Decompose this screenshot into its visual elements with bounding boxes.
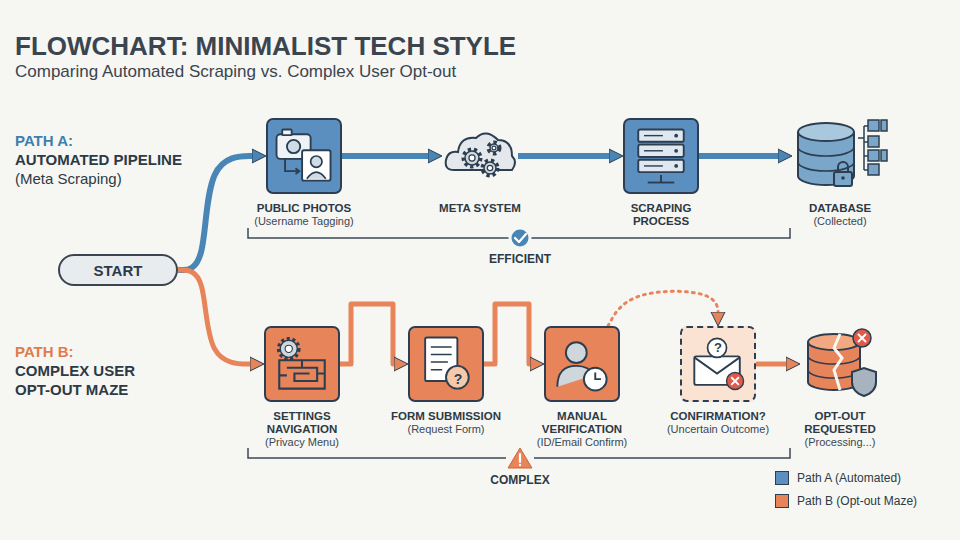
step-subtitle: (Collected) bbox=[775, 215, 905, 228]
path-label: (Meta Scraping) bbox=[15, 169, 122, 188]
icon-box bbox=[792, 118, 888, 194]
step-subtitle: (Request Form) bbox=[381, 423, 511, 436]
warning-dot bbox=[519, 464, 521, 466]
icon bbox=[625, 120, 697, 192]
step-title: CONFIRMATION? bbox=[653, 410, 783, 423]
icon-box bbox=[266, 118, 342, 194]
icon bbox=[682, 328, 754, 400]
icon bbox=[792, 118, 888, 194]
process-step: DATABASE(Collected) bbox=[775, 118, 905, 228]
process-step: META SYSTEM bbox=[415, 118, 545, 215]
icon bbox=[546, 328, 618, 400]
legend-label: Path A (Automated) bbox=[797, 471, 901, 485]
icon-symbol: ? bbox=[454, 370, 463, 388]
connector-arrow bbox=[342, 153, 434, 159]
icon bbox=[410, 328, 482, 400]
path-label: AUTOMATED PIPELINE bbox=[15, 150, 182, 169]
icon-box bbox=[680, 326, 756, 402]
step-subtitle: (Username Tagging) bbox=[239, 215, 369, 228]
icon-box bbox=[623, 118, 699, 194]
path-label: COMPLEX USER OPT-OUT MAZE bbox=[15, 361, 165, 399]
step-title: PUBLIC PHOTOS bbox=[239, 202, 369, 215]
bracket-label: EFFICIENT bbox=[489, 251, 551, 267]
step-title: SCRAPING PROCESS bbox=[621, 202, 701, 228]
icon bbox=[266, 328, 338, 400]
step-title: OPT-OUT REQUESTED bbox=[795, 410, 885, 436]
step-subtitle: (ID/Email Confirm) bbox=[517, 436, 647, 449]
legend-row: Path B (Opt-out Maze) bbox=[775, 494, 917, 508]
warning-triangle bbox=[508, 448, 532, 468]
icon bbox=[268, 120, 340, 192]
bracket-label: COMPLEX bbox=[490, 472, 549, 488]
process-step: OPT-OUT REQUESTED(Processing...) bbox=[775, 326, 905, 449]
process-step: SETTINGS NAVIGATION(Privacy Menu) bbox=[237, 326, 367, 449]
step-subtitle: (Uncertain Outcome) bbox=[653, 423, 783, 436]
step-subtitle: (Processing...) bbox=[775, 436, 905, 449]
start-terminal: START bbox=[58, 254, 178, 286]
process-step: PUBLIC PHOTOS(Username Tagging) bbox=[239, 118, 369, 228]
check-badge bbox=[510, 228, 530, 248]
subtitle: Comparing Automated Scraping vs. Complex… bbox=[15, 62, 456, 82]
legend-swatch bbox=[775, 471, 789, 485]
legend: Path A (Automated) Path B (Opt-out Maze) bbox=[775, 471, 917, 517]
step-title: DATABASE bbox=[775, 202, 905, 215]
icon bbox=[800, 326, 880, 402]
connector-arrow bbox=[484, 304, 536, 364]
process-step: MANUAL VERIFICATION(ID/Email Confirm) bbox=[517, 326, 647, 449]
legend-swatch bbox=[775, 494, 789, 508]
node-label: START bbox=[94, 262, 143, 279]
step-subtitle: (Privacy Menu) bbox=[237, 436, 367, 449]
check-mark bbox=[515, 234, 526, 242]
step-title: FORM SUBMISSION bbox=[381, 410, 511, 423]
connector-arrow bbox=[518, 153, 615, 159]
connector-arrow bbox=[756, 362, 792, 367]
process-step: FORM SUBMISSION(Request Form) bbox=[381, 326, 511, 436]
path-label: PATH B: bbox=[15, 342, 74, 361]
icon-symbol: ? bbox=[714, 339, 722, 356]
connector-arrow bbox=[608, 291, 718, 326]
step-title: SETTINGS NAVIGATION bbox=[257, 410, 347, 436]
warning-bang bbox=[519, 454, 521, 462]
path-label: PATH A: bbox=[15, 131, 73, 150]
connector-arrow bbox=[178, 270, 256, 364]
connector-arrow bbox=[340, 304, 400, 364]
legend-label: Path B (Opt-out Maze) bbox=[797, 494, 917, 508]
icon-box bbox=[800, 326, 880, 402]
step-title: META SYSTEM bbox=[415, 202, 545, 215]
connector-arrow bbox=[699, 153, 784, 159]
icon-box bbox=[408, 326, 484, 402]
process-step: SCRAPING PROCESS bbox=[596, 118, 726, 228]
step-title: MANUAL VERIFICATION bbox=[532, 410, 632, 436]
icon-box bbox=[442, 118, 518, 194]
icon bbox=[442, 118, 518, 194]
connector-arrow bbox=[178, 156, 258, 270]
legend-row: Path A (Automated) bbox=[775, 471, 917, 485]
icon-box bbox=[544, 326, 620, 402]
title: FLOWCHART: MINIMALIST TECH STYLE bbox=[15, 31, 516, 62]
icon-box bbox=[264, 326, 340, 402]
